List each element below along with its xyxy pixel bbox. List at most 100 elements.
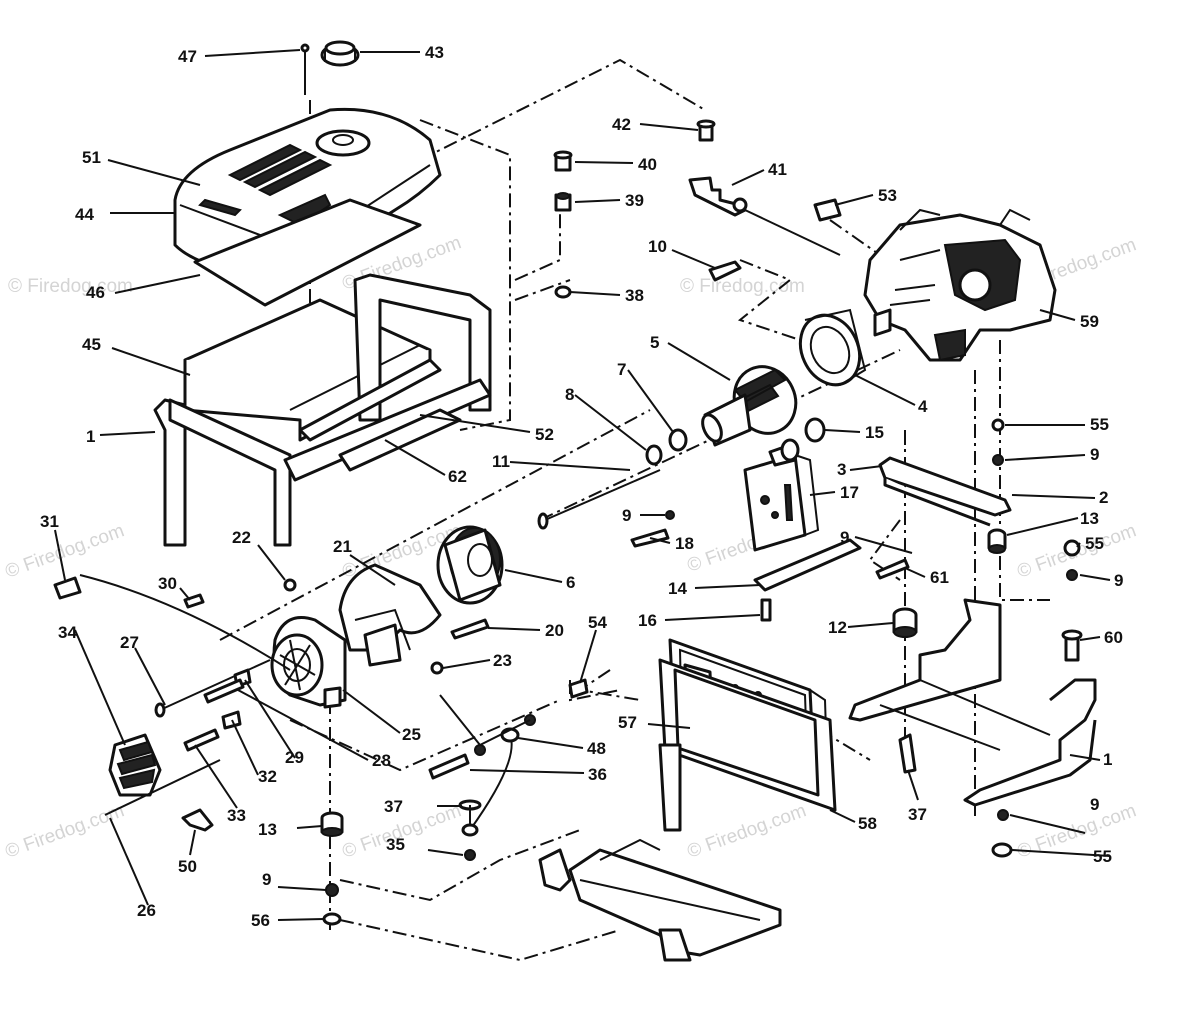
main-frame (153, 273, 492, 547)
end-bell (270, 616, 347, 709)
callout-28: 28 (372, 751, 391, 770)
callout-21: 21 (333, 537, 352, 556)
callout-12: 12 (828, 618, 847, 637)
callout-43: 43 (425, 43, 444, 62)
watermark-1: © Firedog.com (8, 276, 133, 297)
callout-1-top: 1 (86, 427, 95, 446)
part-31 (53, 576, 82, 600)
washer-23 (430, 661, 444, 675)
screw-10 (708, 260, 742, 282)
engine (863, 208, 1057, 362)
callout-3: 3 (837, 460, 846, 479)
watermark-3: © Firedog.com (680, 276, 805, 297)
callout-10: 10 (648, 237, 667, 256)
callout-1-bottom: 1 (1103, 750, 1112, 769)
callout-44: 44 (75, 205, 94, 224)
callout-25: 25 (402, 725, 421, 744)
washer-8 (645, 444, 663, 466)
vibration-mount-12 (892, 607, 918, 638)
callout-41: 41 (768, 160, 787, 179)
wire-31 (79, 574, 291, 671)
part-54 (568, 678, 589, 699)
callout-42: 42 (612, 115, 631, 134)
callout-8: 8 (565, 385, 574, 404)
gasket-53 (813, 198, 842, 222)
callout-37-right: 37 (908, 805, 927, 824)
callout-52: 52 (535, 425, 554, 444)
choke-lever (688, 176, 841, 256)
callout-9-a: 9 (1090, 445, 1099, 464)
callout-2: 2 (1099, 488, 1108, 507)
callout-4: 4 (918, 397, 928, 416)
small-hardware-top (553, 119, 716, 299)
callout-14: 14 (668, 579, 687, 598)
screw-16 (760, 598, 772, 622)
part-32 (221, 710, 242, 730)
callout-32: 32 (258, 767, 277, 786)
callout-48: 48 (587, 739, 606, 758)
nut-9-a (665, 510, 675, 520)
callout-55-c: 55 (1093, 847, 1112, 866)
callout-45: 45 (82, 335, 101, 354)
callout-46: 46 (86, 283, 105, 302)
screw-37-right (898, 733, 917, 774)
lower-left-frame (538, 743, 782, 962)
screw-26 (104, 759, 221, 816)
callout-6: 6 (566, 573, 575, 592)
callout-11: 11 (492, 452, 510, 471)
callout-60: 60 (1104, 628, 1123, 647)
callout-29: 29 (285, 748, 304, 767)
callout-54: 54 (588, 613, 607, 632)
vibration-mount-13-left (320, 811, 344, 837)
right-hardware (991, 418, 1083, 858)
callout-9-e: 9 (1090, 795, 1099, 814)
callout-34: 34 (58, 623, 77, 642)
callout-16: 16 (638, 611, 657, 630)
callout-50: 50 (178, 857, 197, 876)
stator-shell (338, 563, 442, 667)
callout-51: 51 (82, 148, 101, 167)
callout-7: 7 (617, 360, 626, 379)
callout-26: 26 (137, 901, 156, 920)
callout-31: 31 (40, 512, 59, 531)
callout-18: 18 (675, 534, 694, 553)
nut-9-bottom (325, 883, 339, 897)
callout-33: 33 (227, 806, 246, 825)
leader-lines (54, 49, 1111, 921)
rotor (701, 365, 798, 447)
callout-47: 47 (178, 47, 197, 66)
callout-58: 58 (858, 814, 877, 833)
callout-59: 59 (1080, 312, 1099, 331)
callout-40: 40 (638, 155, 657, 174)
top-right-rails (878, 435, 1012, 527)
callout-9-b: 9 (622, 506, 631, 525)
tank-gasket (193, 198, 422, 307)
lower-right-frame (848, 598, 1097, 807)
callout-38: 38 (625, 286, 644, 305)
through-bolt (537, 469, 661, 530)
callout-55-a: 55 (1090, 415, 1109, 434)
fan-housing (798, 308, 867, 387)
screw-20 (450, 618, 490, 640)
callout-35: 35 (386, 835, 405, 854)
screw-61 (875, 558, 910, 580)
callout-9-f: 9 (262, 870, 271, 889)
callout-15: 15 (865, 423, 884, 442)
callout-57: 57 (618, 713, 637, 732)
part-30 (183, 593, 205, 609)
watermark-9: © Firedog.com (3, 800, 128, 862)
frame-rail (298, 358, 442, 442)
part-50 (181, 808, 214, 832)
bracket-14 (753, 538, 862, 592)
callout-5: 5 (650, 333, 659, 352)
callout-9-d: 9 (840, 528, 849, 547)
washer-22 (283, 578, 297, 592)
callout-37-left: 37 (384, 797, 403, 816)
washer-7 (668, 428, 688, 452)
callout-36: 36 (588, 765, 607, 784)
tank-screw (300, 43, 310, 95)
watermark-11: © Firedog.com (685, 800, 810, 862)
callout-13-right: 13 (1080, 509, 1099, 528)
vibration-mount-13-right (987, 528, 1007, 554)
stator (436, 525, 504, 605)
